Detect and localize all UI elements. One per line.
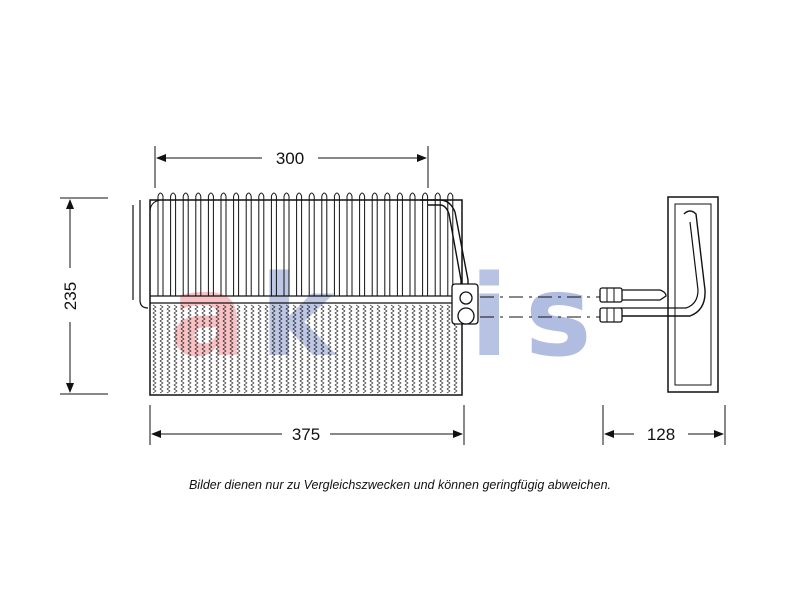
dimension-label-128: 128 xyxy=(647,425,675,444)
dimension-label-375: 375 xyxy=(292,425,320,444)
dimension-label-235: 235 xyxy=(61,282,80,310)
svg-text:a: a xyxy=(170,252,246,382)
evaporator-core xyxy=(132,192,479,396)
dimension-height: 235 xyxy=(60,197,108,395)
dimension-width-top: 300 xyxy=(154,146,429,188)
dimension-width-bottom: 375 xyxy=(149,405,465,445)
disclaimer-caption: Bilder dienen nur zu Vergleichszwecken u… xyxy=(188,478,612,492)
evaporator-fins xyxy=(152,192,458,394)
evaporator-side-view xyxy=(599,196,719,393)
center-lines xyxy=(480,296,600,318)
dimension-label-300: 300 xyxy=(276,149,304,168)
watermark-logo: a k i s xyxy=(170,252,592,382)
dimension-depth: 128 xyxy=(602,405,726,445)
